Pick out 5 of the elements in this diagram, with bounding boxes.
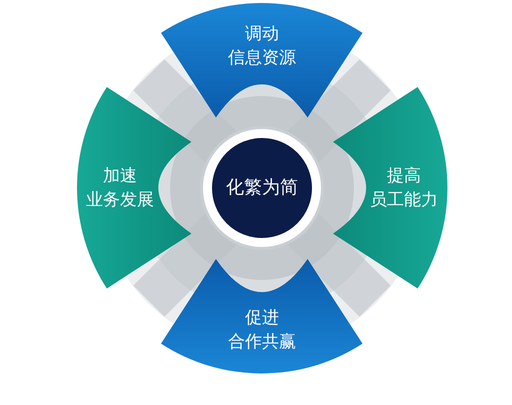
sector-label: 加速业务发展 — [86, 164, 154, 212]
sector-label: 提高员工能力 — [370, 164, 438, 212]
center-label: 化繁为简 — [226, 176, 298, 200]
sector-label: 促进合作共赢 — [228, 306, 296, 354]
sector-label: 调动信息资源 — [228, 23, 296, 70]
